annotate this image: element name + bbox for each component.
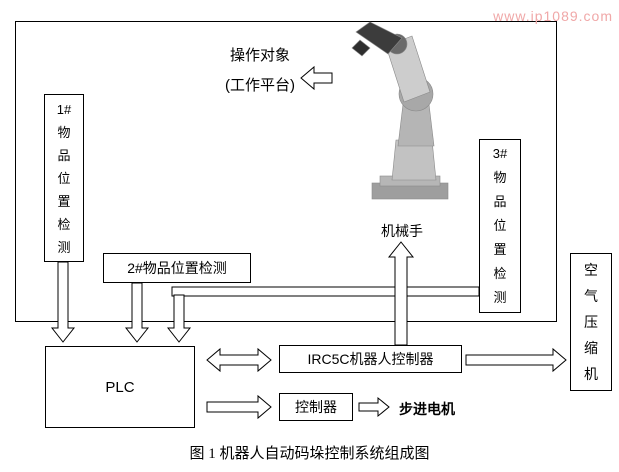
sensor1-box: 1#物品位置检测 bbox=[44, 94, 84, 262]
controller-label: 控制器 bbox=[295, 399, 337, 415]
watermark: www.ip1089.com bbox=[493, 8, 613, 24]
plc-label: PLC bbox=[105, 378, 135, 396]
sensor1-label: 1#物品位置检测 bbox=[56, 101, 72, 255]
sensor3-label: 3#物品位置检测 bbox=[492, 146, 508, 305]
sensor2-box: 2#物品位置检测 bbox=[103, 253, 251, 283]
robot-arm-illustration bbox=[351, 21, 449, 200]
sensor3-box: 3#物品位置检测 bbox=[479, 139, 521, 313]
plc-box: PLC bbox=[45, 346, 195, 428]
platform-subtitle: (工作平台) bbox=[225, 77, 295, 94]
controller-box: 控制器 bbox=[279, 393, 353, 421]
arrow-controller-to-stepper-icon bbox=[358, 396, 390, 418]
stepper-motor-label: 步进电机 bbox=[399, 401, 455, 417]
sensor2-label: 2#物品位置检测 bbox=[127, 260, 227, 276]
arrow-irc5c-to-compressor-icon bbox=[465, 347, 567, 373]
arrow-irc5c-to-robot-icon bbox=[387, 241, 415, 346]
air-compressor-label: 空气压缩机 bbox=[584, 262, 598, 382]
robot-arm-label: 机械手 bbox=[381, 223, 423, 239]
sensor3-connector-bar bbox=[171, 286, 480, 297]
arrow-sensor1-down-icon bbox=[50, 261, 76, 343]
platform-boundary bbox=[15, 21, 557, 322]
arrow-plc-to-controller-icon bbox=[206, 394, 272, 420]
figure-caption: 图 1 机器人自动码垛控制系统组成图 bbox=[189, 446, 430, 462]
arrow-sensor2-down-icon bbox=[124, 282, 150, 343]
arrow-sensor3-down-icon bbox=[166, 294, 192, 343]
irc5c-controller-box: IRC5C机器人控制器 bbox=[279, 345, 462, 373]
platform-title: 操作对象 bbox=[229, 47, 290, 64]
air-compressor-box: 空气压缩机 bbox=[570, 253, 612, 391]
arrow-platform-left-icon bbox=[300, 65, 333, 91]
irc5c-controller-label: IRC5C机器人控制器 bbox=[307, 351, 434, 367]
arrow-plc-irc5c-bidirectional-icon bbox=[206, 347, 272, 373]
